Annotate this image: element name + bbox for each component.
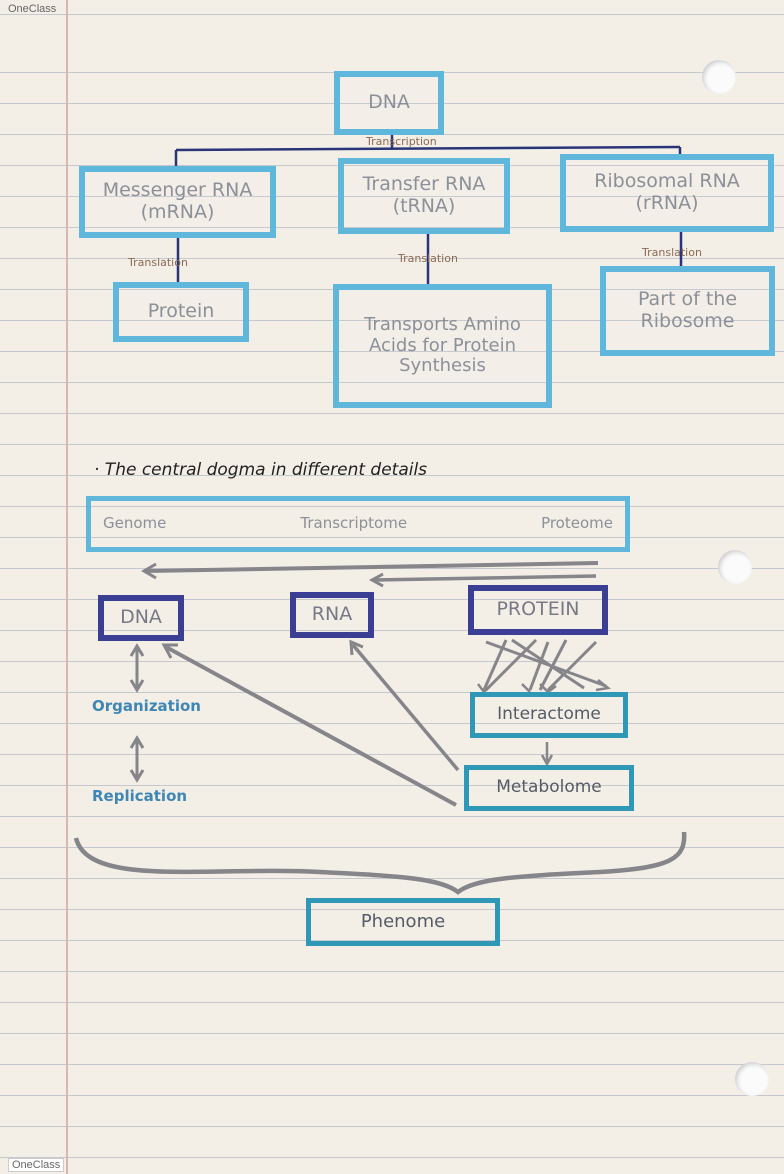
phenome-node-label: Phenome [360,910,446,932]
dna-node: DNA [98,595,184,641]
dna-root-label: DNA [368,91,410,114]
protein-product-box: Protein [113,282,249,342]
protein-node: PROTEIN [468,585,608,635]
arrow-metabolome-to-dna [165,645,457,807]
interactome-node-label: Interactome [497,704,601,725]
protein-interactome-arrows [482,638,607,692]
transports-amino-acids-label: Transports Amino Acids for Protein Synth… [364,313,521,377]
part-of-ribosome-label: Part of the Ribosome [637,288,738,332]
rrna-label: Ribosomal RNA (rRNA) [594,170,740,214]
binder-hole-middle [718,550,752,584]
arrow-metabolome-to-rna [351,643,460,772]
dna-node-label: DNA [120,606,162,629]
mrna-label: Messenger RNA (mRNA) [102,179,253,223]
binder-hole-top [702,60,736,94]
dna-root-box: DNA [334,71,444,135]
arrow-proteome-to-genome [145,561,599,573]
arrow-proteome-to-genome-head [141,562,157,580]
phenome-curly-brace [73,831,687,895]
translation-label-2: Translation [398,252,458,265]
phenome-node: Phenome [306,898,500,946]
metabolome-node-label: Metabolome [496,777,602,798]
banner-genome: Genome [103,514,167,533]
brand-top: OneClass [8,3,57,15]
genome-proteome-banner: Genome Transcriptome Proteome [86,496,630,552]
protein-node-label: PROTEIN [496,598,580,621]
metabolome-node: Metabolome [464,765,634,811]
arrow-protein-to-rna-head [368,572,384,588]
protein-product-label: Protein [147,300,215,323]
transcription-edge-label: Transcription [366,135,437,148]
binder-hole-bottom [735,1062,769,1096]
section-heading: · The central dogma in different details [94,460,428,480]
organization-label: Organization [92,697,201,715]
arrow-protein-to-rna [373,574,597,582]
transports-amino-acids-box: Transports Amino Acids for Protein Synth… [333,284,552,408]
rna-node-label: RNA [311,603,353,626]
trna-label: Transfer RNA (tRNA) [362,173,486,217]
banner-transcriptome: Transcriptome [300,514,408,533]
rna-node: RNA [290,592,374,638]
mrna-box: Messenger RNA (mRNA) [79,166,276,238]
banner-proteome: Proteome [541,514,613,533]
translation-label-1: Translation [128,256,188,269]
brand-bottom: OneClass [8,1158,65,1172]
translation-label-3: Translation [642,246,702,259]
branch-line [175,145,681,152]
part-of-ribosome-box: Part of the Ribosome [600,266,775,356]
rrna-box: Ribosomal RNA (rRNA) [560,154,774,232]
interactome-node: Interactome [470,692,628,738]
replication-label: Replication [92,787,188,805]
trna-box: Transfer RNA (tRNA) [338,158,510,234]
